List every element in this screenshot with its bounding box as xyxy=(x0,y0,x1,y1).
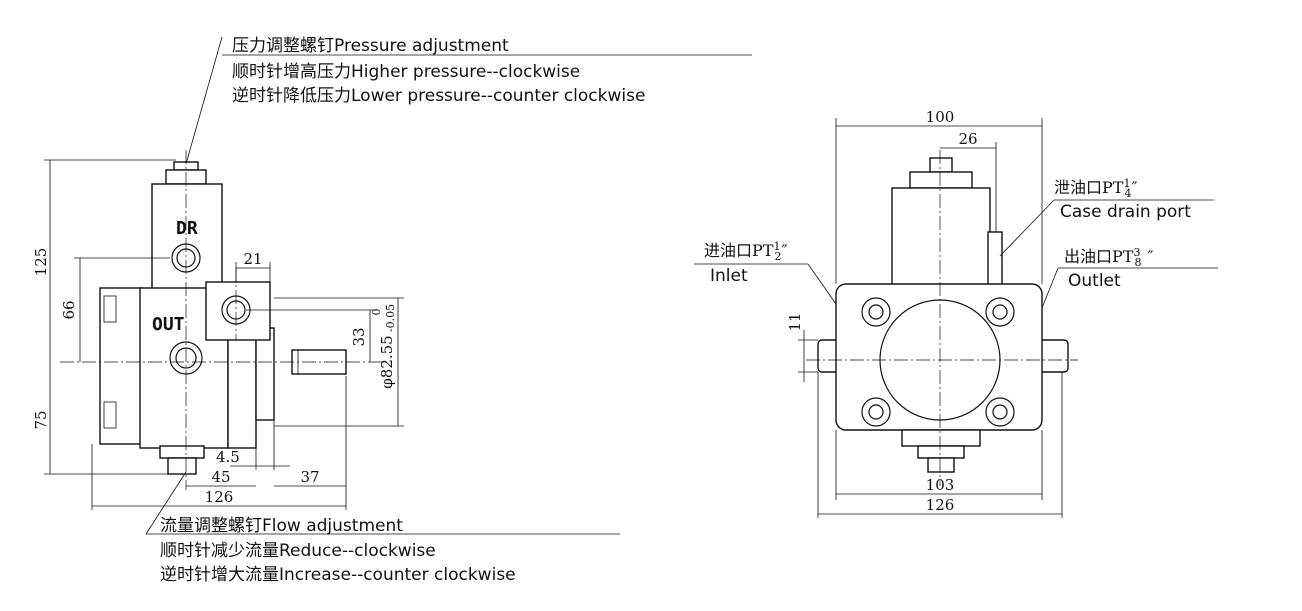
dim-100-text: 100 xyxy=(926,108,955,126)
flow-screw-head xyxy=(167,457,197,475)
pressure-leader-line xyxy=(185,36,223,165)
right-bottom-screw xyxy=(927,457,955,473)
right-bottom-base xyxy=(901,429,981,447)
dim-66-text: 66 xyxy=(60,300,78,319)
dr-marking: DR xyxy=(176,218,198,239)
bolt-hole-br-outer xyxy=(985,397,1015,427)
outlet-label-en: Outlet xyxy=(1068,271,1121,291)
out-marking: OUT xyxy=(152,314,185,335)
dim-75-text: 75 xyxy=(32,410,50,429)
bolt-hole-tl-outer xyxy=(861,297,891,327)
inlet-label-en: Inlet xyxy=(710,266,748,286)
right-compensator-block xyxy=(891,187,991,289)
left-view: 压力调整螺钉Pressure adjustment 顺时针增高压力Higher … xyxy=(32,36,752,585)
rear-cover-tab-top xyxy=(103,295,117,323)
flow-note-line2: 逆时针增大流量Increase--counter clockwise xyxy=(160,565,516,585)
dim-shaft-tol-lower: -0.05 xyxy=(384,304,397,332)
flow-leader-line xyxy=(145,471,187,535)
inlet-leader-line xyxy=(807,263,837,305)
bolt-hole-tl-inner xyxy=(868,304,884,320)
dim-126-text: 126 xyxy=(205,488,234,506)
dim-126r-text: 126 xyxy=(926,496,955,514)
drain-label-en: Case drain port xyxy=(1060,202,1191,222)
pressure-note-line1: 顺时针增高压力Higher pressure--clockwise xyxy=(232,62,580,82)
right-top-nut xyxy=(909,171,973,189)
pump-rear-cover xyxy=(99,287,143,445)
dim-26-text: 26 xyxy=(958,130,977,148)
outlet-port-block xyxy=(205,281,271,341)
dim-4-5-text: 4.5 xyxy=(216,448,240,466)
drain-port-stub xyxy=(987,231,1003,289)
pump-front-boss xyxy=(255,327,275,421)
bolt-hole-tr-inner xyxy=(992,304,1008,320)
dim-33-text: 33 xyxy=(350,327,368,346)
dim-21-text: 21 xyxy=(243,250,262,268)
dim-103-text: 103 xyxy=(926,476,955,494)
dim-37-text: 37 xyxy=(300,468,319,486)
dim-shaft-text: φ82.55 xyxy=(378,335,396,388)
bolt-hole-br-inner xyxy=(992,404,1008,420)
bolt-hole-tr-outer xyxy=(985,297,1015,327)
drain-leader-line xyxy=(999,199,1055,257)
dim-125-text: 125 xyxy=(32,248,50,277)
bolt-hole-bl-outer xyxy=(861,397,891,427)
right-top-screw xyxy=(929,157,953,173)
dim-11-text: 11 xyxy=(786,312,804,331)
outlet-leader-line xyxy=(1041,267,1059,309)
pressure-note-title: 压力调整螺钉Pressure adjustment xyxy=(232,36,509,56)
flow-note-title: 流量调整螺钉Flow adjustment xyxy=(160,516,403,536)
dim-shaft-tol-upper: 0 xyxy=(370,309,383,316)
right-bottom-nut xyxy=(917,445,965,459)
flow-note-line1: 顺时针减少流量Reduce--clockwise xyxy=(160,541,436,561)
pressure-note-line2: 逆时针降低压力Lower pressure--counter clockwise xyxy=(232,86,645,106)
dim-45-text: 45 xyxy=(211,468,230,486)
rear-cover-tab-bottom xyxy=(103,401,117,429)
right-main-flange xyxy=(835,283,1043,431)
bolt-hole-bl-inner xyxy=(868,404,884,420)
flow-screw-nut xyxy=(159,445,205,459)
